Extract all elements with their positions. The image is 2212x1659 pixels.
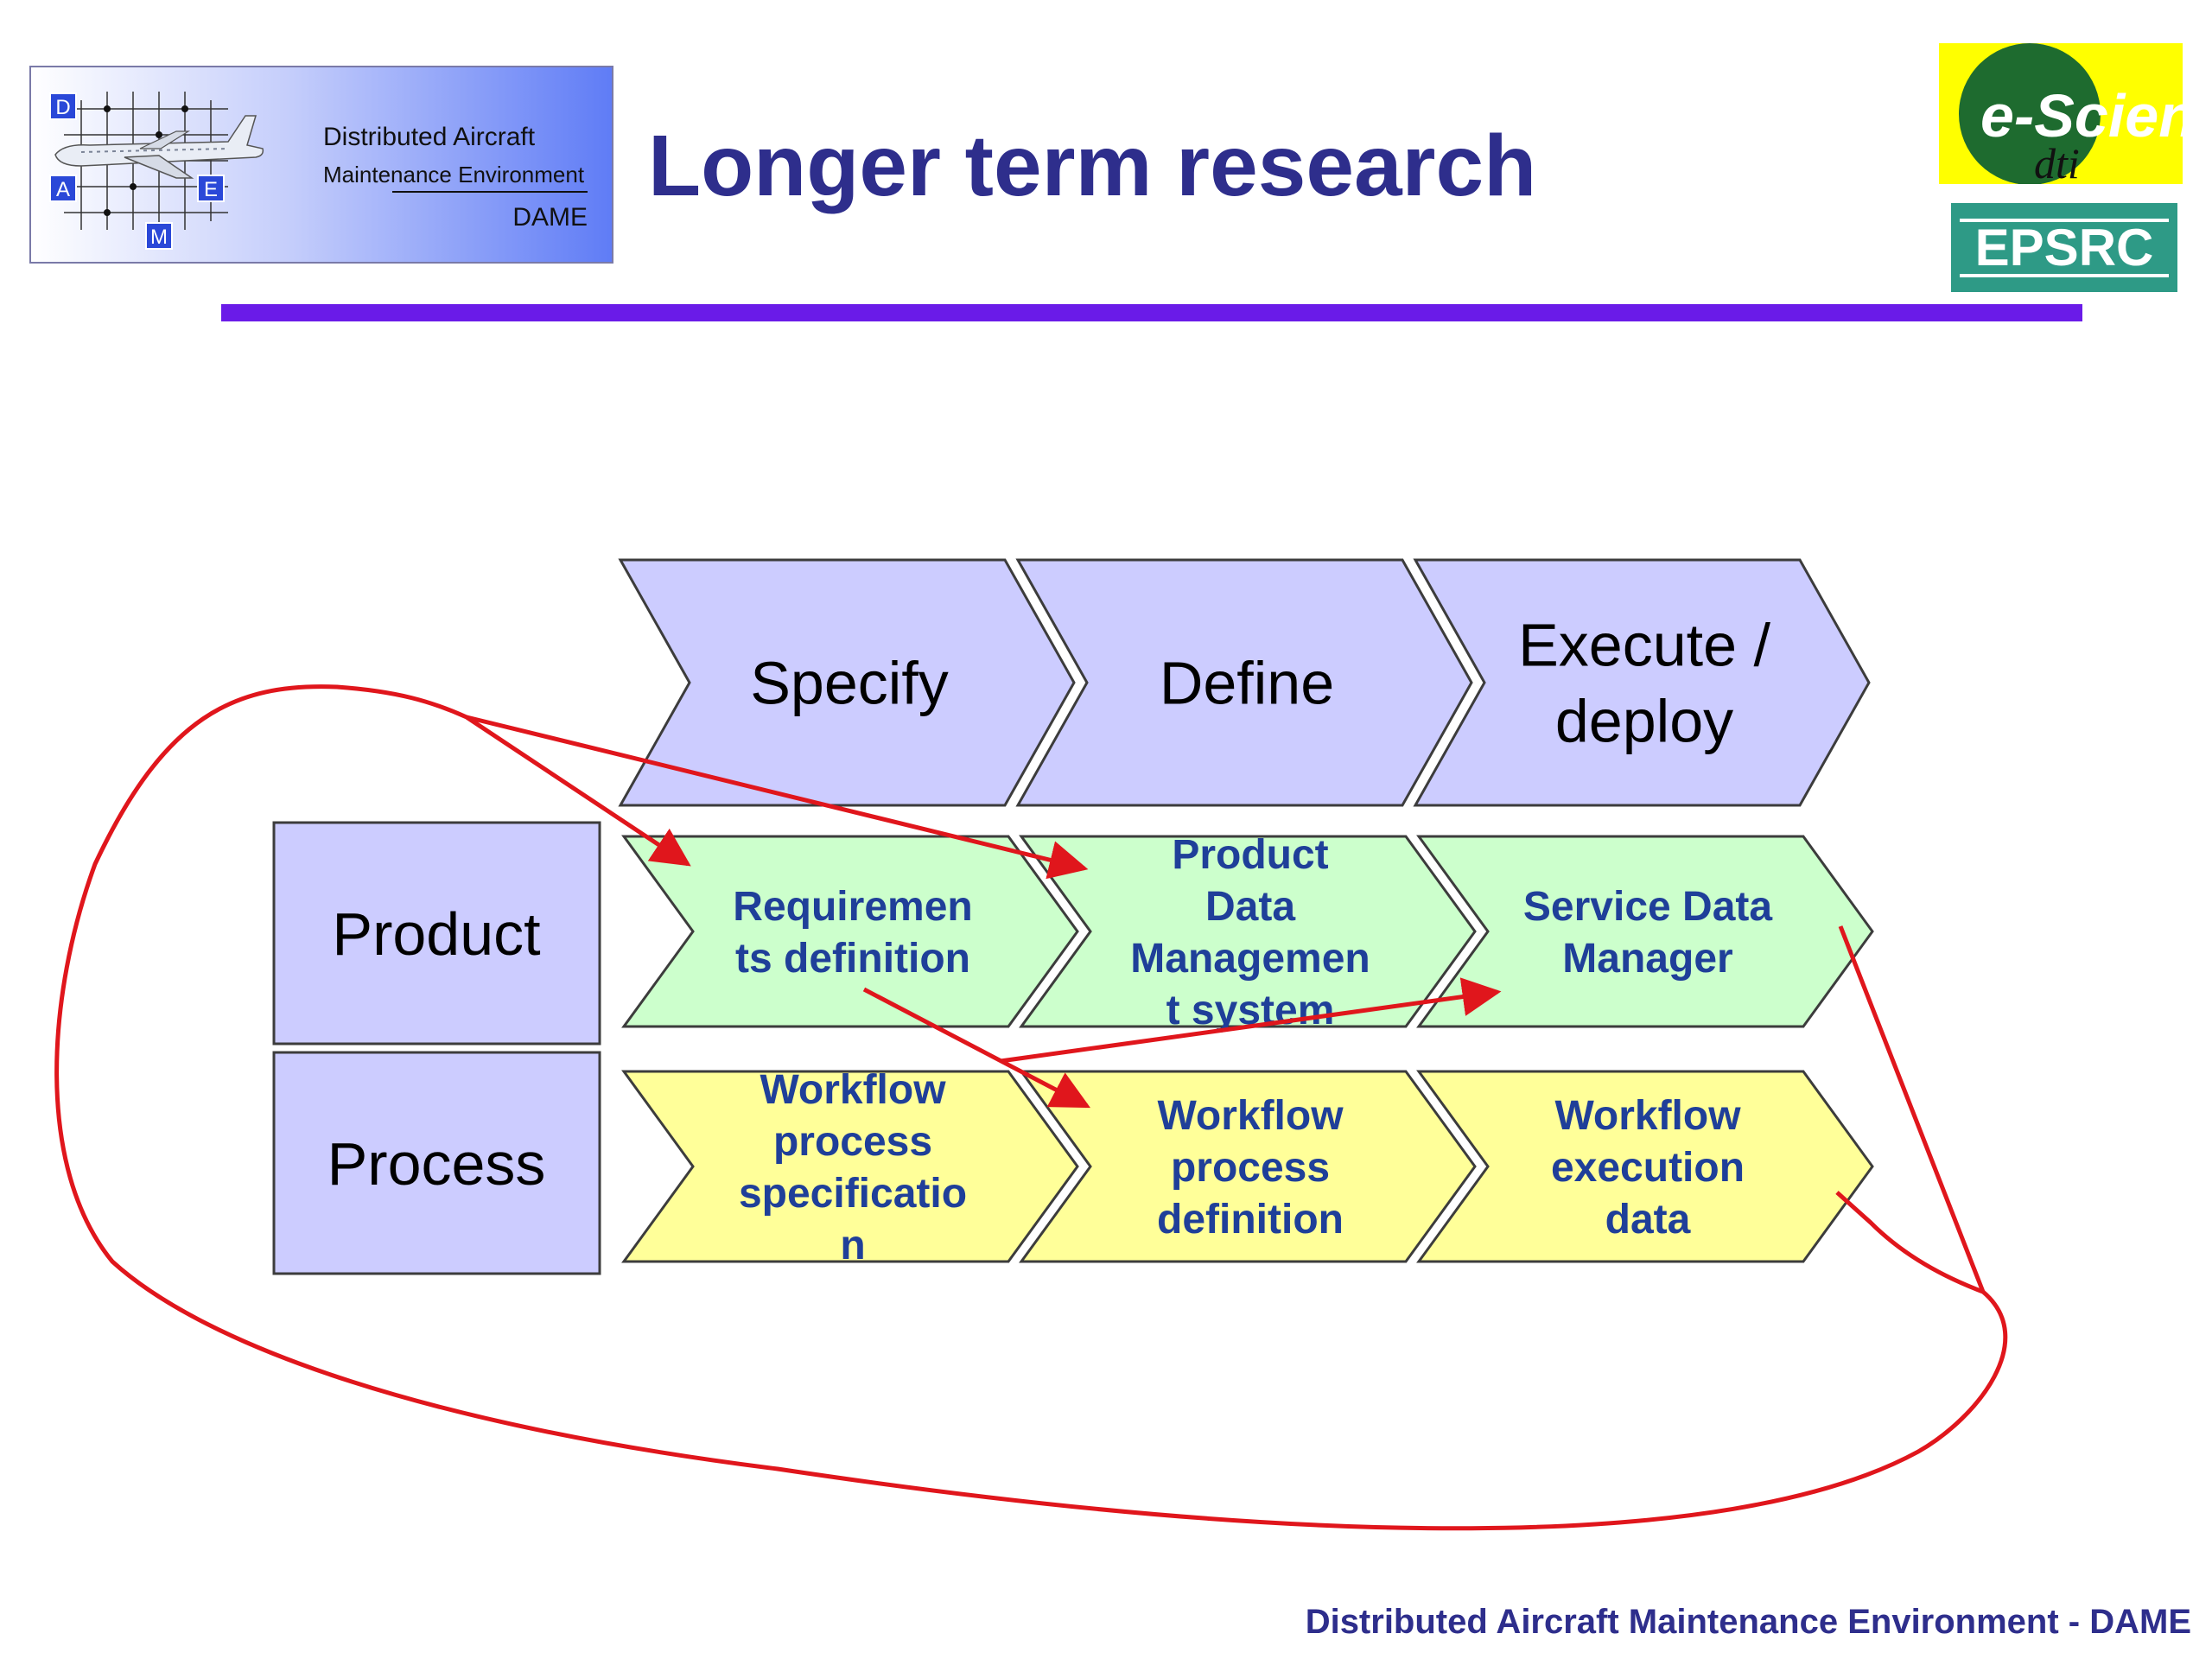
slide-title: Longer term research: [648, 118, 1537, 214]
dame-logo-line1: Distributed Aircraft: [323, 123, 536, 151]
airplane-icon: [54, 115, 264, 179]
arrow-to-sdm: [1000, 977, 1502, 1064]
cell-requirements: Requiremen ts definition: [621, 835, 1079, 1028]
epsrc-logo: EPSRC: [1951, 203, 2177, 292]
cell-pdm-chevron: [1019, 835, 1477, 1028]
row-label-product-text: Product: [332, 900, 540, 968]
row-label-process-text: Process: [327, 1130, 546, 1198]
dame-logo: D A E M Distributed Aircraft Maintenance…: [29, 66, 613, 264]
cell-wf-spec-chevron: [621, 1070, 1079, 1263]
cell-pdm-line: Data: [1205, 884, 1295, 930]
cell-requirements-line: ts definition: [735, 936, 970, 982]
red-arrow-overlay: [54, 684, 2008, 1531]
slide-footer: Distributed Aircraft Maintenance Environ…: [1305, 1603, 2191, 1641]
dame-letter-a: A: [56, 178, 70, 201]
arrow-sdm-to-loop: [1838, 925, 1986, 1293]
cell-sdm-line: Service Data: [1523, 884, 1772, 930]
cell-wf-exec-line: execution: [1551, 1145, 1745, 1191]
cell-wf-exec-chevron: [1416, 1070, 1874, 1263]
dame-letter-m: M: [150, 226, 168, 249]
arrow-req-to-wfdef: [862, 987, 1090, 1109]
cell-pdm-line: Product: [1172, 832, 1328, 878]
arrow-to-pdm: [466, 715, 1089, 880]
title-divider: [221, 304, 2082, 321]
cell-wf-spec-line: process: [773, 1119, 932, 1165]
phase-define-line: Define: [1160, 650, 1334, 717]
phase-specify-chevron: [618, 558, 1076, 807]
cell-wf-exec: Workflow execution data: [1416, 1070, 1874, 1263]
cell-wf-def-line: definition: [1157, 1197, 1344, 1243]
phase-define: Define: [1015, 558, 1473, 807]
cell-wf-spec-line: specificatio: [739, 1171, 967, 1217]
cell-wf-def-chevron: [1019, 1070, 1477, 1263]
cell-requirements-line: Requiremen: [733, 884, 972, 930]
cell-wf-exec-line: Workflow: [1554, 1093, 1741, 1139]
phase-define-chevron: [1015, 558, 1473, 807]
escience-sub: dti: [2034, 139, 2080, 184]
row-label-process: Process: [272, 1051, 601, 1275]
cell-pdm-line: Managemen: [1130, 936, 1370, 982]
cell-wf-exec-line: data: [1605, 1197, 1691, 1243]
row-label-product-box: [272, 821, 601, 1046]
cell-wf-spec-line: Workflow: [760, 1067, 946, 1113]
cell-sdm-chevron: [1416, 835, 1874, 1028]
epsrc-text: EPSRC: [1975, 219, 2154, 276]
escience-main: e-Science: [1980, 82, 2183, 149]
phase-execute: Execute / deploy: [1413, 558, 1871, 807]
row-label-product: Product: [272, 821, 601, 1046]
dame-letter-d: D: [55, 96, 70, 119]
phase-execute-line: deploy: [1555, 688, 1733, 755]
dame-logo-line3: DAME: [512, 203, 588, 232]
cell-wf-spec: Workflow process specificatio n: [621, 1067, 1079, 1268]
cell-wf-def: Workflow process definition: [1019, 1070, 1477, 1263]
phase-specify: Specify: [618, 558, 1076, 807]
escience-logo: e-Science dti: [1939, 43, 2183, 184]
cell-sdm-line: Manager: [1562, 936, 1732, 982]
cell-wf-spec-line: n: [840, 1223, 865, 1268]
phase-execute-line: Execute /: [1518, 612, 1770, 679]
cell-requirements-chevron: [621, 835, 1079, 1028]
dame-letter-e: E: [204, 178, 218, 201]
cell-wf-def-line: process: [1171, 1145, 1330, 1191]
feedback-loop: [54, 684, 2008, 1531]
dame-logo-line2: Maintenance Environment: [323, 162, 585, 188]
phase-execute-chevron: [1413, 558, 1871, 807]
dame-letters: D A E M: [49, 92, 225, 250]
row-label-process-box: [272, 1051, 601, 1275]
phase-specify-line: Specify: [750, 650, 949, 717]
cell-wf-def-line: Workflow: [1157, 1093, 1344, 1139]
